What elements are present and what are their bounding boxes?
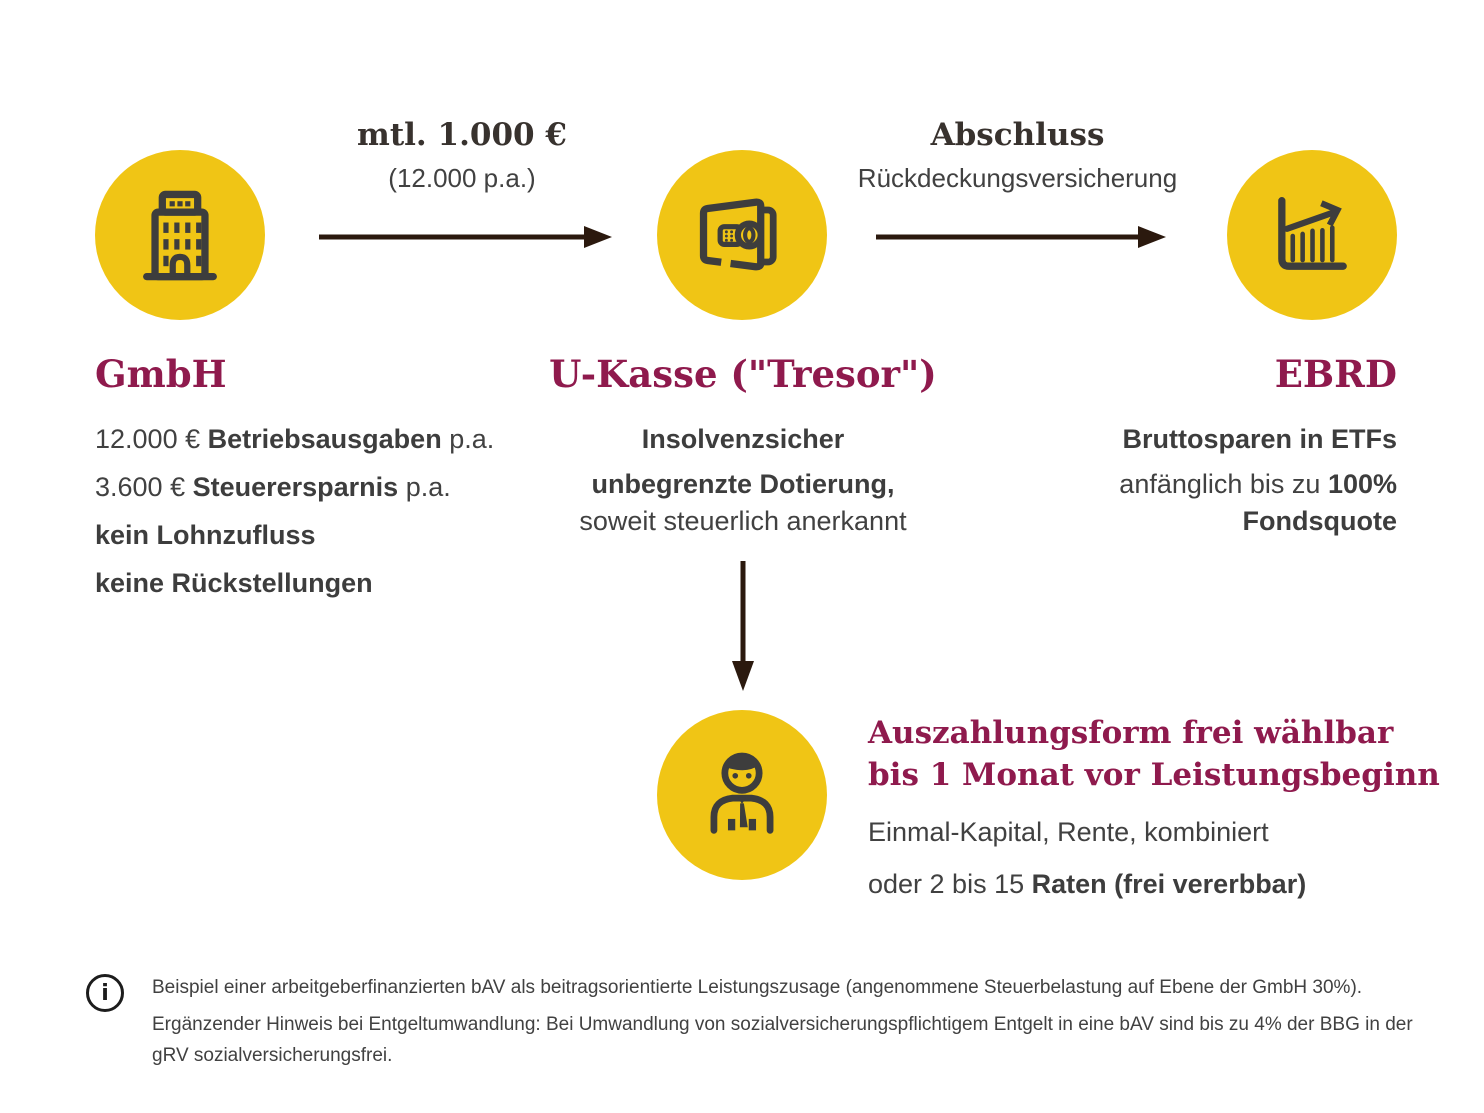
- flow-arrow-gmbh-to-ukasse: [319, 226, 612, 248]
- text-segment-bold: Betriebsausgaben: [207, 424, 442, 454]
- footnote-2: Ergänzender Hinweis bei Entgeltumwandlun…: [152, 1014, 1413, 1066]
- ebrd-column: EBRD Bruttosparen in ETFs anfänglich bis…: [977, 352, 1397, 540]
- text-segment-bold: kein Lohnzufluss: [95, 520, 316, 550]
- info-icon: i: [86, 974, 124, 1012]
- flow-label-reinsurance: Abschluss Rückdeckungsversicherung: [845, 116, 1190, 194]
- payout-line-kapital: Einmal-Kapital, Rente, kombiniert: [868, 817, 1269, 847]
- text-segment: oder 2 bis 15: [868, 869, 1032, 899]
- text-segment-bold: Steuerersparnis: [192, 472, 399, 502]
- ebrd-node-circle: [1227, 150, 1397, 320]
- flow-sublabel-rueckdeckung: Rückdeckungsversicherung: [857, 163, 1178, 193]
- text-segment: anfänglich bis zu: [1119, 469, 1328, 499]
- footnotes: Beispiel einer arbeitgeberfinanzierten b…: [152, 972, 1452, 1071]
- ebrd-title: EBRD: [1274, 352, 1397, 396]
- flow-arrow-ukasse-to-ebrd: [876, 226, 1166, 248]
- gmbh-column: GmbH 12.000 € Betriebsausgaben p.a. 3.60…: [95, 352, 535, 607]
- text-segment-bold: Insolvenzsicher: [641, 424, 845, 454]
- ukasse-line-dotierung: unbegrenzte Dotierung, soweit steuerlich …: [493, 466, 993, 540]
- text-segment-bold: Bruttosparen in ETFs: [1122, 424, 1397, 454]
- building-icon: [143, 190, 217, 281]
- ukasse-node-circle: [657, 150, 827, 320]
- ukasse-title: U-Kasse ("Tresor"): [549, 352, 937, 396]
- gmbh-title: GmbH: [95, 352, 227, 396]
- text-segment: 12.000 €: [95, 424, 208, 454]
- safe-icon: [699, 198, 777, 271]
- ebrd-line-bruttosparen: Bruttosparen in ETFs: [977, 415, 1397, 463]
- ebrd-details: Bruttosparen in ETFs anfänglich bis zu 1…: [977, 415, 1397, 540]
- text-segment-bold: unbegrenzte Dotierung,: [591, 469, 895, 499]
- text-segment-bold: 100%: [1327, 469, 1397, 499]
- gmbh-line-lohnzufluss: kein Lohnzufluss: [95, 511, 535, 559]
- flow-arrow-ukasse-to-payout: [732, 561, 754, 691]
- ukasse-column: U-Kasse ("Tresor") Insolvenzsicher unbeg…: [493, 352, 993, 540]
- flow-label-amount: mtl. 1.000 €: [357, 117, 567, 153]
- payout-title: Auszahlungsform frei wählbar bis 1 Monat…: [868, 712, 1468, 796]
- ukasse-details: Insolvenzsicher unbegrenzte Dotierung, so…: [493, 415, 993, 540]
- gmbh-node-circle: [95, 150, 265, 320]
- text-segment-bold: Fondsquote: [1242, 506, 1397, 536]
- flow-label-monthly-contribution: mtl. 1.000 € (12.000 p.a.): [312, 116, 612, 194]
- payout-line-raten: oder 2 bis 15 Raten (frei vererbbar): [868, 858, 1468, 910]
- ebrd-line-fondsquote: anfänglich bis zu 100% Fondsquote: [977, 466, 1397, 540]
- payout-title-line1: Auszahlungsform frei wählbar: [868, 715, 1394, 751]
- gmbh-line-rueckstellungen: keine Rückstellungen: [95, 559, 535, 607]
- gmbh-line-steuerersparnis: 3.600 € Steuerersparnis p.a.: [95, 463, 535, 511]
- payout-node-circle: [657, 710, 827, 880]
- growth-chart-icon: [1278, 197, 1347, 270]
- text-segment: soweit steuerlich anerkannt: [579, 506, 907, 536]
- gmbh-details: 12.000 € Betriebsausgaben p.a. 3.600 € S…: [95, 415, 535, 607]
- text-segment: p.a.: [441, 424, 495, 454]
- payout-details: Einmal-Kapital, Rente, kombiniert oder 2…: [868, 806, 1468, 910]
- flow-label-abschluss: Abschluss: [930, 117, 1105, 153]
- footnote-1: Beispiel einer arbeitgeberfinanzierten b…: [152, 977, 1363, 998]
- payout-block: Auszahlungsform frei wählbar bis 1 Monat…: [868, 712, 1468, 910]
- text-segment: p.a.: [398, 472, 451, 502]
- text-segment: 3.600 €: [95, 472, 193, 502]
- payout-title-line2: bis 1 Monat vor Leistungsbeginn: [868, 757, 1440, 793]
- gmbh-line-betriebsausgaben: 12.000 € Betriebsausgaben p.a.: [95, 415, 535, 463]
- flow-sublabel-amount: (12.000 p.a.): [388, 163, 536, 193]
- text-segment-bold: keine Rückstellungen: [95, 568, 373, 598]
- person-icon: [710, 752, 774, 834]
- ukasse-line-insolvenzsicher: Insolvenzsicher: [493, 415, 993, 463]
- text-segment-bold: Raten (frei vererbbar): [1031, 869, 1307, 899]
